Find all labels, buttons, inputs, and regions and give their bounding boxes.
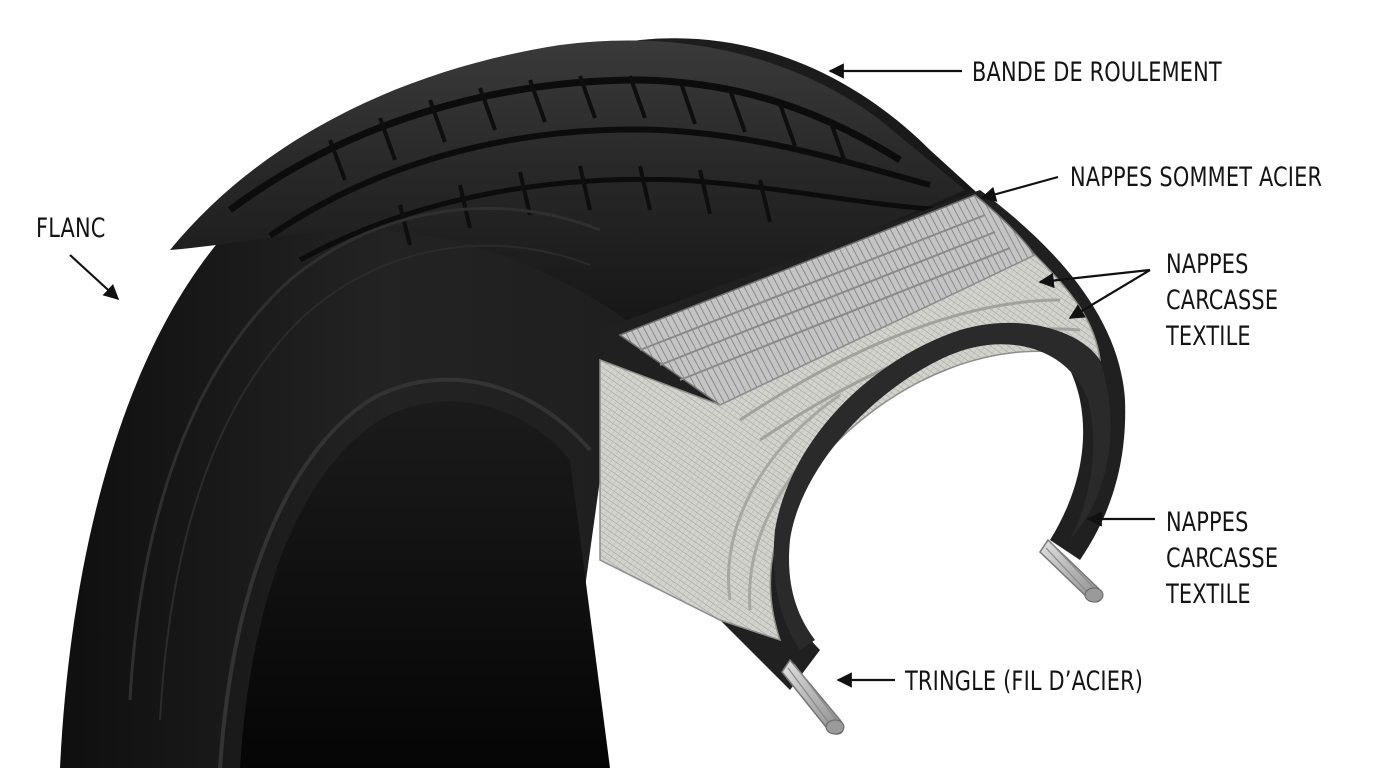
label-carcass-upper-line1: NAPPES (1166, 249, 1249, 280)
arrow-carcass-upper-1 (1038, 268, 1151, 289)
leader-arrows (69, 63, 1155, 688)
tread-shape (170, 40, 965, 331)
arrow-steel-belts (980, 175, 1059, 202)
arrow-carcass-upper-2 (1068, 269, 1151, 319)
label-carcass-lower-line1: NAPPES (1166, 507, 1249, 538)
tire-body (60, 38, 985, 768)
label-carcass-upper-line2: CARCASSE (1166, 285, 1279, 316)
bead-wire-left (781, 658, 845, 735)
bead-wire-right (1039, 538, 1104, 603)
label-carcass-lower-line2: CARCASSE (1166, 543, 1279, 574)
tread-sipes (328, 75, 847, 246)
cutaway-section (599, 190, 1126, 690)
label-steel-belts: NAPPES SOMMET ACIER (1070, 162, 1323, 193)
arrow-sidewall (69, 254, 120, 301)
tire-inner-cavity (240, 401, 610, 768)
label-carcass-upper-line3: TEXTILE (1166, 321, 1251, 352)
label-sidewall: FLANC (36, 213, 106, 244)
label-carcass-lower-line3: TEXTILE (1166, 579, 1251, 610)
label-bead-wire: TRINGLE (FIL D’ACIER) (905, 666, 1144, 697)
label-tread: BANDE DE ROULEMENT (972, 57, 1222, 88)
